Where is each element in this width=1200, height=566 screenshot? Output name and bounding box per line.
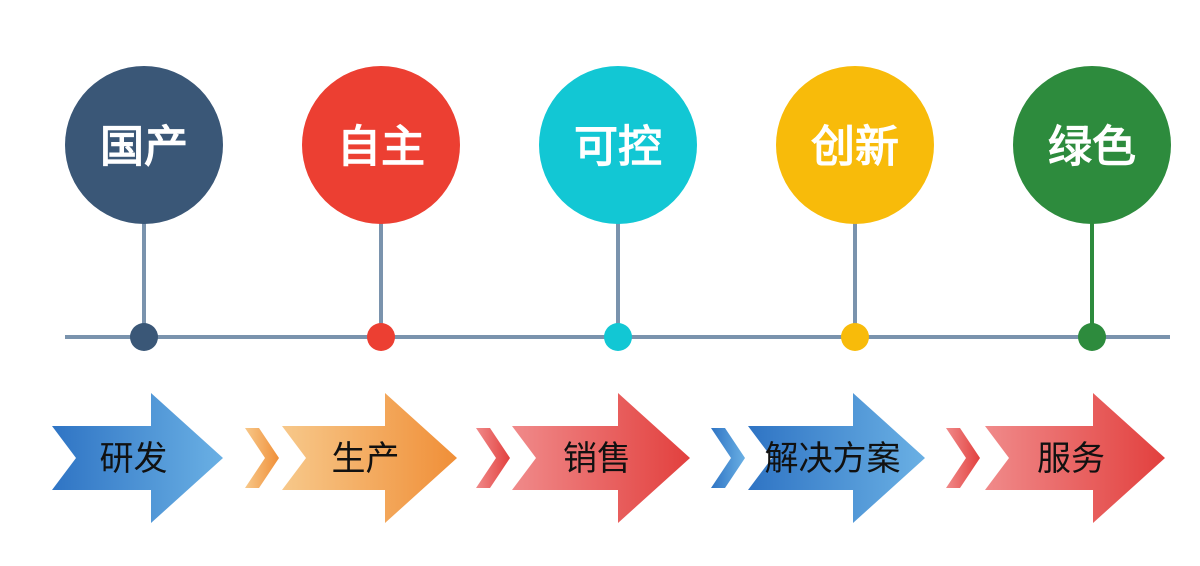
pillars-group: 国产 自主 可控 创新 绿色 [65, 66, 1171, 351]
pillar-label: 绿色 [1048, 122, 1136, 173]
stage-arrow [985, 393, 1165, 523]
stage-arrow [52, 393, 223, 523]
pillar-lvse: 绿色 [1013, 66, 1171, 351]
chevron-right-icon [711, 428, 745, 488]
stage-jiejuefangan: 解决方案 [711, 393, 925, 523]
chevron-right-icon [476, 428, 510, 488]
stage-yanfa: 研发 [52, 393, 223, 523]
pillar-circle [302, 66, 460, 224]
pillar-circle [539, 66, 697, 224]
timeline-dot [130, 323, 158, 351]
stage-arrow [512, 393, 690, 523]
pillar-zizhu: 自主 [302, 66, 460, 351]
pillar-label: 可控 [574, 122, 662, 173]
pillar-label: 国产 [100, 122, 188, 173]
timeline-dot [367, 323, 395, 351]
pillar-label: 自主 [337, 122, 425, 173]
stage-label: 研发 [100, 439, 168, 479]
pillar-label: 创新 [811, 122, 899, 173]
pillar-circle [65, 66, 223, 224]
stage-arrow [748, 393, 925, 523]
timeline-dot [604, 323, 632, 351]
timeline-dot [841, 323, 869, 351]
pillar-kekong: 可控 [539, 66, 697, 351]
stage-shengchan: 生产 [245, 393, 457, 523]
stage-label: 销售 [563, 439, 631, 479]
stage-xiaoshou: 销售 [476, 393, 690, 523]
stage-fuwu: 服务 [946, 393, 1165, 523]
pillar-chuangxin: 创新 [776, 66, 934, 351]
chevron-right-icon [946, 428, 980, 488]
chevron-right-icon [245, 428, 279, 488]
timeline-dot [1078, 323, 1106, 351]
stage-label: 生产 [332, 439, 400, 479]
pillar-guochan: 国产 [65, 66, 223, 351]
stage-label: 服务 [1037, 439, 1105, 479]
stage-label: 解决方案 [765, 439, 901, 479]
pillar-circle [776, 66, 934, 224]
pillar-circle [1013, 66, 1171, 224]
stages-group: 研发 生产 销售 解决方案 服务 [52, 393, 1165, 523]
stage-arrow [282, 393, 457, 523]
